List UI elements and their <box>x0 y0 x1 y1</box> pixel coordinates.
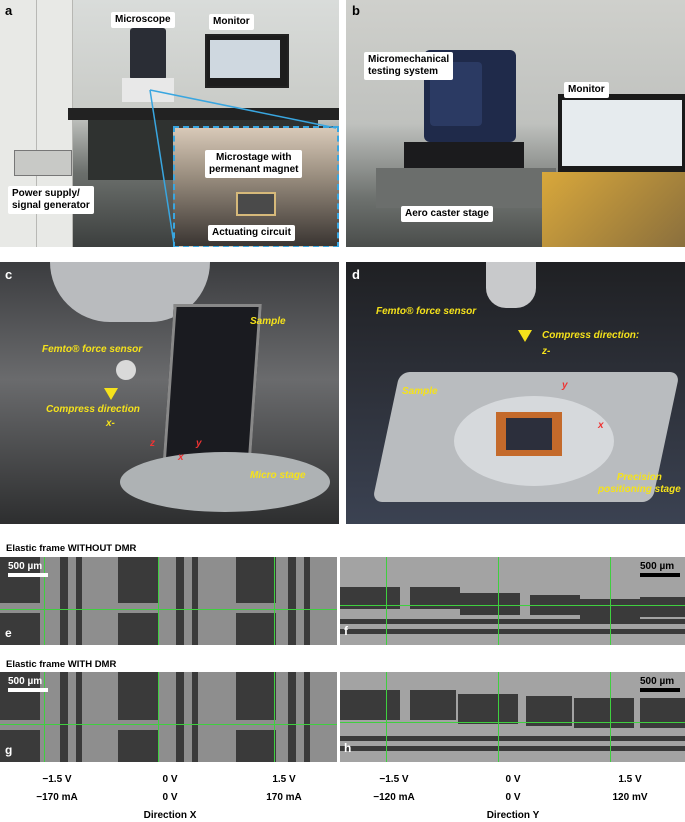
label-monitor-a: Monitor <box>209 14 254 30</box>
panel-f-letter: f <box>344 624 348 638</box>
scale-label-f: 500 µm <box>640 561 675 572</box>
panel-c-letter: c <box>5 267 13 282</box>
row-title-with-dmr: Elastic frame WITH DMR <box>6 659 117 670</box>
panel-e-letter: e <box>5 626 12 640</box>
caption-current-1: −170 mA <box>36 792 78 803</box>
label-direction-c: x- <box>106 418 115 429</box>
caption-voltage-3: 1.5 V <box>272 774 296 785</box>
micrograph-strip-e: 500 µm e <box>0 557 337 645</box>
label-force-sensor-c: Femto® force sensor <box>42 344 143 355</box>
label-sample-c: Sample <box>250 316 286 327</box>
axis-x-c: x <box>178 452 184 463</box>
label-testing-system: Micromechanical testing system <box>364 52 454 80</box>
axis-z-c: z <box>150 438 155 449</box>
label-aero-caster: Aero caster stage <box>401 206 493 222</box>
micrograph-strip-g: 500 µm g <box>0 672 337 762</box>
scale-label-e: 500 µm <box>8 561 43 572</box>
micrograph-strip-h: 500 µm h <box>340 672 685 762</box>
inset-callout-lines <box>149 89 337 245</box>
caption-current-4: −120 mA <box>373 792 415 803</box>
label-sample-d: Sample <box>402 386 438 397</box>
panel-a-letter: a <box>5 3 13 18</box>
panel-d-letter: d <box>352 267 360 282</box>
caption-voltage-4: −1.5 V <box>379 774 409 785</box>
panel-h-letter: h <box>344 741 352 755</box>
axis-x-d: x <box>598 420 604 431</box>
label-force-sensor-d: Femto® force sensor <box>376 306 477 317</box>
photo-panel-b: b Micromechanical testing system Monitor… <box>346 0 685 247</box>
row-title-without-dmr: Elastic frame WITHOUT DMR <box>6 543 137 554</box>
label-power-supply: Power supply/ signal generator <box>8 186 94 214</box>
panel-g-letter: g <box>5 743 13 757</box>
caption-voltage-2: 0 V <box>162 774 178 785</box>
photo-panel-c: c Sample Femto® force sensor Compress di… <box>0 262 339 524</box>
label-compress-d: Compress direction: <box>542 330 640 341</box>
scale-label-h: 500 µm <box>640 676 675 687</box>
caption-current-5: 0 V <box>505 792 521 803</box>
caption-voltage-1: −1.5 V <box>42 774 72 785</box>
caption-direction-x: Direction X <box>143 810 197 821</box>
label-direction-d: z- <box>542 346 551 357</box>
caption-direction-y: Direction Y <box>486 810 540 821</box>
caption-current-3: 170 mA <box>266 792 302 803</box>
axis-y-d: y <box>562 380 568 391</box>
caption-voltage-6: 1.5 V <box>618 774 642 785</box>
label-micro-stage: Micro stage <box>250 470 306 481</box>
label-monitor-b: Monitor <box>564 82 609 98</box>
label-microstage: Microstage with permenant magnet <box>205 150 303 178</box>
scale-label-g: 500 µm <box>8 676 43 687</box>
label-precision-stage: Precision positioning stage <box>598 472 681 495</box>
compress-arrow-d <box>518 330 532 342</box>
caption-current-6: 120 mV <box>612 792 648 803</box>
photo-panel-a: a Microscope Monitor Power supply/ signa… <box>0 0 339 247</box>
compress-arrow-c <box>104 388 118 400</box>
label-microscope: Microscope <box>111 12 175 28</box>
caption-current-2: 0 V <box>162 792 178 803</box>
caption-voltage-5: 0 V <box>505 774 521 785</box>
micrograph-strip-f: 500 µm f <box>340 557 685 645</box>
panel-b-letter: b <box>352 3 360 18</box>
axis-y-c: y <box>196 438 202 449</box>
label-actuating-circuit: Actuating circuit <box>208 225 295 241</box>
label-compress-c: Compress direction <box>46 404 140 415</box>
photo-panel-d: d Femto® force sensor Compress direction… <box>346 262 685 524</box>
